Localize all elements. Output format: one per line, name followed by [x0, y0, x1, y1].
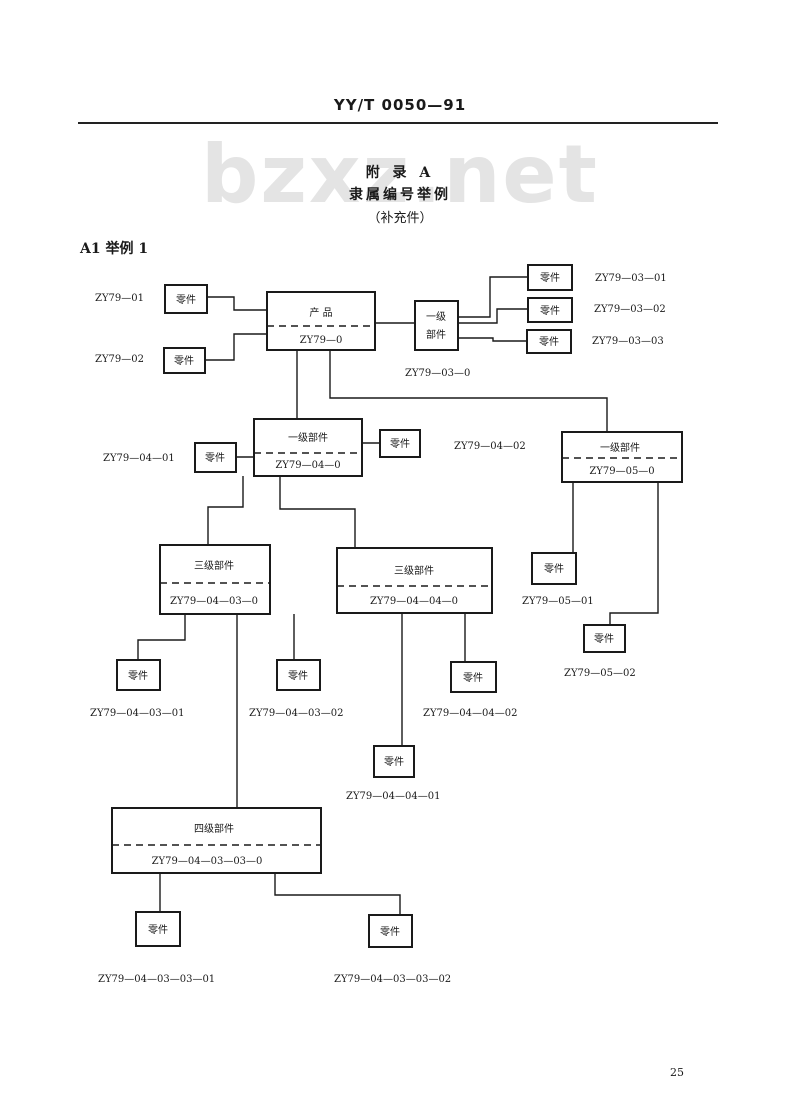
- connector-lines: [137, 276, 659, 915]
- appendix-note: （补充件）: [367, 211, 433, 226]
- page-number: 25: [670, 1066, 684, 1079]
- part-box: 零件: [288, 670, 308, 682]
- dashed-dividers: [112, 325, 682, 846]
- assembly-05-name: 一级部件: [600, 441, 640, 454]
- part-box: 零件: [390, 438, 410, 450]
- section-heading: A1 举例 1: [80, 241, 149, 257]
- part-box: 零件: [205, 452, 225, 464]
- header-rule: [78, 122, 718, 124]
- part-box: 零件: [463, 672, 483, 684]
- part-box: 零件: [128, 670, 148, 682]
- code-label: ZY79—03—0: [405, 368, 470, 379]
- code-label: ZY79—04—04—02: [423, 708, 517, 719]
- part-box: 零件: [540, 305, 560, 317]
- part-box: 零件: [539, 336, 559, 348]
- part-box: 零件: [174, 355, 194, 367]
- assembly-05-code: ZY79—05—0: [589, 466, 654, 477]
- assembly-04-name: 一级部件: [288, 431, 328, 444]
- code-label: ZY79—04—03—02: [249, 708, 343, 719]
- assembly-0403-name: 三级部件: [194, 559, 234, 572]
- part-box: 零件: [380, 926, 400, 938]
- code-label: ZY79—05—02: [564, 668, 636, 679]
- part-box: 零件: [540, 272, 560, 284]
- code-label: ZY79—03—01: [595, 273, 667, 284]
- assembly-0404-code: ZY79—04—04—0: [370, 596, 458, 607]
- code-label: ZY79—01: [95, 293, 144, 304]
- part-box: 零件: [148, 924, 168, 936]
- code-label: ZY79—05—01: [522, 596, 594, 607]
- product-name: 产 品: [309, 306, 332, 319]
- watermark: bzxz.net: [201, 128, 599, 221]
- code-label: ZY79—03—03: [592, 336, 664, 347]
- part-box: 零件: [176, 294, 196, 306]
- assembly-04-code: ZY79—04—0: [275, 460, 340, 471]
- standard-number-header: YY/T 0050—91: [333, 96, 467, 114]
- code-label: ZY79—04—04—01: [346, 791, 440, 802]
- assembly-03-name: 一级: [426, 311, 446, 323]
- part-box: 零件: [594, 633, 614, 645]
- assembly-040303-code: ZY79—04—03—03—0: [152, 856, 263, 867]
- assembly-040303-name: 四级部件: [194, 822, 234, 835]
- assembly-03-name: 部件: [426, 328, 446, 341]
- code-label: ZY79—04—02: [454, 441, 526, 452]
- code-label: ZY79—04—03—01: [90, 708, 184, 719]
- code-label: ZY79—04—03—03—02: [334, 974, 451, 985]
- code-label: ZY79—03—02: [594, 304, 666, 315]
- code-label: ZY79—02: [95, 354, 144, 365]
- assembly-0404-name: 三级部件: [394, 564, 434, 577]
- diagram-boxes: [111, 264, 683, 948]
- part-box: 零件: [544, 563, 564, 575]
- appendix-title: 附 录 A: [365, 165, 435, 181]
- appendix-subtitle: 隶属编号举例: [349, 187, 451, 203]
- code-label: ZY79—04—03—03—01: [98, 974, 215, 985]
- part-box: 零件: [384, 756, 404, 768]
- code-label: ZY79—04—01: [103, 453, 175, 464]
- assembly-0403-code: ZY79—04—03—0: [170, 596, 258, 607]
- product-code: ZY79—0: [300, 335, 343, 346]
